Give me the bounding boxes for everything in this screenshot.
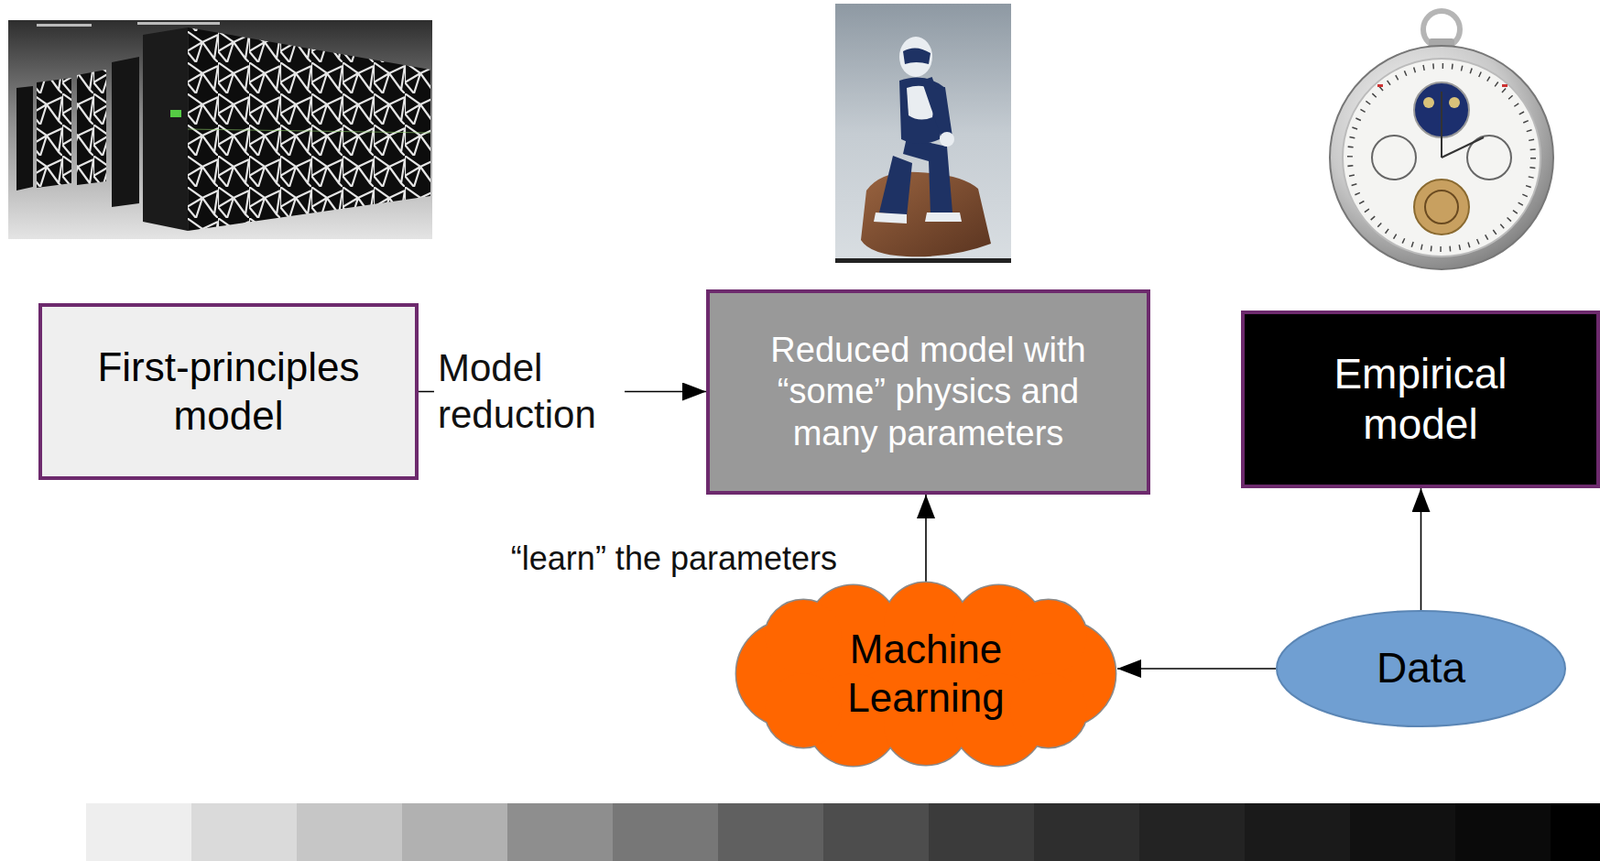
cloud-outline-lobe (764, 674, 842, 748)
cloud-fill-lobe (1010, 674, 1088, 748)
first-principles-box: First-principles model (38, 303, 419, 480)
ceiling-light (36, 23, 92, 27)
node-label: First-principles model (64, 343, 394, 441)
server-cabinet (76, 69, 107, 186)
node-label: Machine Learning (797, 625, 1055, 723)
robot-visor (903, 47, 931, 65)
watch-hand (1441, 137, 1484, 158)
edge-label: Model reduction (434, 345, 625, 438)
red-marker (1502, 84, 1508, 88)
moon (1448, 97, 1460, 109)
studio-backdrop (835, 3, 1012, 263)
arrow-connector (1117, 667, 1276, 670)
node-label: Empirical model (1283, 348, 1558, 450)
empirical-model-box: Empirical model (1240, 310, 1600, 489)
robot-leg (879, 155, 913, 217)
server-cabinet-side (142, 27, 188, 231)
pocket-watch-picture (1329, 10, 1554, 270)
sub-dial (1371, 135, 1416, 180)
gray-scale-cell (612, 803, 719, 861)
server-room (8, 20, 433, 240)
node-label: Reduced model with “some” physics and ma… (736, 329, 1122, 456)
arrow-connector (1420, 488, 1423, 610)
gray-scale-cell (928, 803, 1035, 861)
server-cabinet (36, 77, 72, 188)
gray-scale-bar (86, 803, 1600, 861)
moon (1423, 97, 1435, 109)
robot-knee (939, 131, 955, 147)
status-light (170, 109, 182, 118)
robot-foot (873, 212, 907, 224)
gray-scale-cell (296, 803, 403, 861)
picture-edge (835, 258, 1012, 263)
arrow-connector (925, 494, 927, 582)
cloud-outline-lobe (764, 599, 842, 674)
robot-foot (925, 212, 962, 222)
tourbillon (1414, 179, 1470, 235)
gray-scale-cell (507, 803, 613, 861)
server-cabinet (16, 86, 33, 191)
gray-scale-cell (1349, 803, 1456, 861)
robot-head (899, 36, 933, 77)
tourbillon-cage (1425, 190, 1459, 224)
gray-scale-cell (1244, 803, 1350, 861)
robot-thinker-picture (835, 3, 1012, 263)
server-cabinet (111, 56, 140, 207)
minute-track (1349, 65, 1534, 250)
ceiling-light (137, 21, 220, 25)
robot-arm (926, 78, 947, 138)
gray-scale-cell (1139, 803, 1245, 861)
reduced-model-box: Reduced model with “some” physics and ma… (706, 289, 1151, 495)
cloud-outline (736, 582, 1116, 766)
cloud-fill-lobe (764, 674, 842, 748)
watch-hand (1440, 91, 1443, 158)
server-cabinet-front (187, 27, 431, 231)
edge-label: “learn” the parameters (507, 538, 841, 578)
cloud-outline-lobe (1010, 599, 1088, 674)
gray-scale-cell (718, 803, 824, 861)
red-marker (1377, 84, 1383, 88)
gray-scale-cell (191, 803, 297, 861)
cloud-shape (734, 581, 1118, 766)
watch-dial (1342, 58, 1541, 257)
cloud-fill (736, 582, 1116, 766)
rock (860, 172, 991, 257)
gray-scale-cell (1455, 803, 1551, 861)
watch-case (1329, 45, 1554, 270)
cloud-fill-lobe (1010, 599, 1088, 674)
robot-leg (903, 137, 953, 215)
gray-scale-cell (402, 803, 508, 861)
data-ellipse: Data (1275, 609, 1567, 728)
cloud-fill-lobe (764, 599, 842, 674)
light-strip (187, 129, 431, 133)
cloud-outline-lobe (1010, 674, 1088, 748)
gray-scale-cell (1550, 803, 1600, 861)
supercomputer-photo (8, 20, 433, 240)
gray-scale-cell (1034, 803, 1140, 861)
node-label: Data (1376, 642, 1466, 694)
gray-scale-cell (823, 803, 929, 861)
machine-learning-cloud: Machine Learning (734, 581, 1118, 766)
ellipse-outline (1276, 610, 1566, 727)
gray-scale-cell (86, 803, 192, 861)
